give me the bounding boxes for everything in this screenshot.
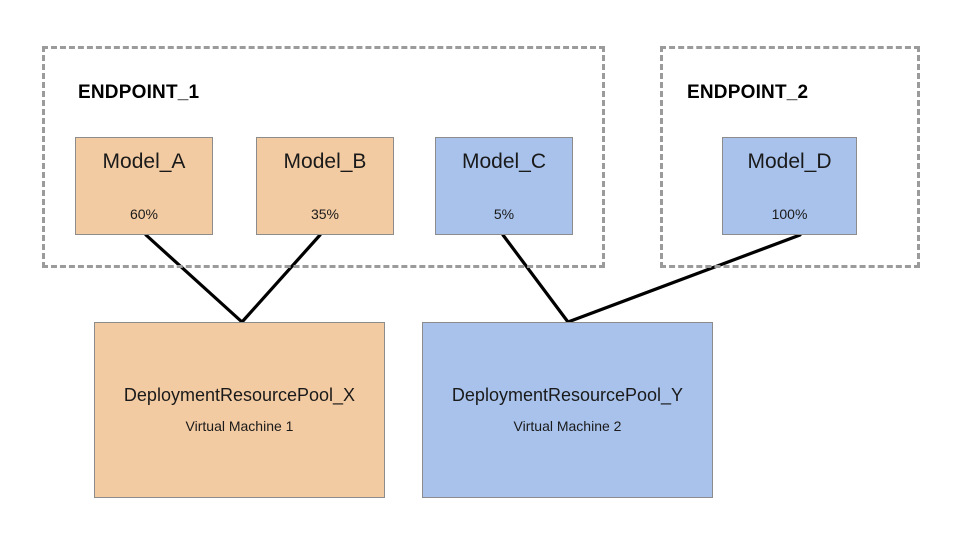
resource-pool-box-y[interactable]: DeploymentResourcePool_Y Virtual Machine …	[422, 322, 713, 498]
endpoint-group-1	[42, 46, 605, 268]
model-box-model_d[interactable]: Model_D 100%	[722, 137, 857, 235]
model-box-model_b[interactable]: Model_B 35%	[256, 137, 394, 235]
model-name: Model_C	[461, 150, 547, 173]
virtual-machine-label: Virtual Machine 2	[513, 418, 622, 435]
model-traffic-split: 35%	[310, 206, 340, 222]
model-box-model_a[interactable]: Model_A 60%	[75, 137, 213, 235]
resource-pool-box-x[interactable]: DeploymentResourcePool_X Virtual Machine …	[94, 322, 385, 498]
endpoint-label-2: ENDPOINT_2	[687, 82, 809, 103]
model-traffic-split: 100%	[771, 206, 808, 222]
model-traffic-split: 5%	[493, 206, 515, 222]
model-box-model_c[interactable]: Model_C 5%	[435, 137, 573, 235]
model-name: Model_D	[747, 150, 832, 173]
endpoint-group-2	[660, 46, 920, 268]
resource-pool-name: DeploymentResourcePool_Y	[451, 384, 684, 405]
endpoint-label-1: ENDPOINT_1	[78, 82, 200, 103]
model-name: Model_A	[102, 150, 186, 173]
virtual-machine-label: Virtual Machine 1	[185, 418, 294, 435]
model-name: Model_B	[283, 150, 367, 173]
model-traffic-split: 60%	[129, 206, 159, 222]
resource-pool-name: DeploymentResourcePool_X	[123, 384, 356, 405]
